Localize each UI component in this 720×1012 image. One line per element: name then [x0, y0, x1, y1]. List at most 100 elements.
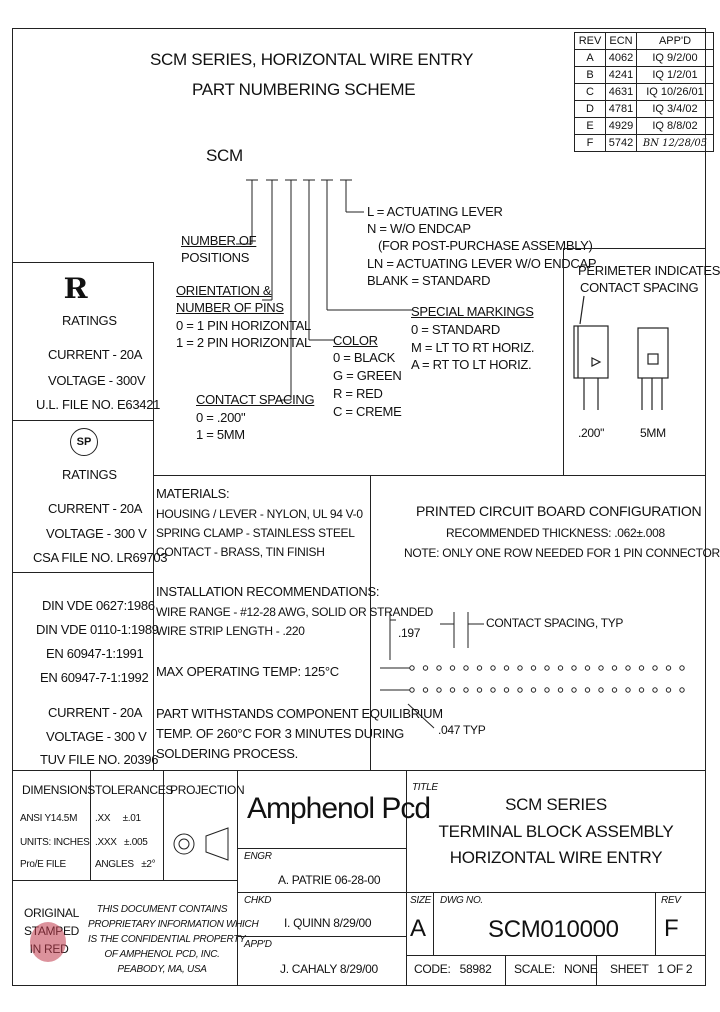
- dwg-label: DWG NO.: [440, 895, 483, 906]
- divider: [237, 848, 406, 849]
- pcb-hole: [409, 687, 415, 693]
- proe-file: Pro/E FILE: [20, 859, 66, 870]
- orientation-option-2: 1 = 2 PIN HORIZONTAL: [176, 335, 311, 350]
- engr-label: ENGR: [244, 851, 272, 862]
- pcb-hole-pattern: [380, 612, 685, 729]
- appd-cell-handwritten: BN 12/28/05: [636, 134, 714, 152]
- ul-current: CURRENT - 20A: [48, 347, 143, 362]
- color-title: COLOR: [333, 333, 378, 348]
- dwg-number: SCM010000: [488, 916, 619, 943]
- proprietary-line-4: OF AMPHENOL PCD, INC.: [104, 949, 220, 960]
- tolerance-xx: .XX ±.01: [95, 813, 141, 824]
- pcb-hole: [490, 665, 496, 671]
- tolerances-label: TOLERANCES: [95, 783, 174, 797]
- pcb-hole-size: .047 TYP: [438, 723, 486, 737]
- appd-cell: IQ 8/8/02: [636, 117, 714, 135]
- rev-value: F: [664, 915, 679, 942]
- pcb-hole: [598, 687, 604, 693]
- ecn-cell: 4781: [605, 100, 637, 118]
- pcb-hole: [625, 665, 631, 671]
- ul-file-number: U.L. FILE NO. E63421: [36, 397, 161, 412]
- special-markings-title: SPECIAL MARKINGS: [411, 304, 534, 319]
- appd-cell: IQ 1/2/01: [636, 66, 714, 84]
- pcb-hole: [530, 687, 537, 693]
- divider: [12, 770, 706, 771]
- csa-logo: SP: [70, 428, 98, 456]
- csa-current: CURRENT - 20A: [48, 501, 143, 516]
- pcb-hole: [625, 687, 631, 693]
- part-number-scheme-diagram: [236, 179, 412, 401]
- pcb-hole: [476, 665, 483, 671]
- divider: [655, 892, 656, 955]
- vde-voltage: VOLTAGE - 300 V: [46, 729, 147, 744]
- max-temp: MAX OPERATING TEMP: 125°C: [156, 664, 339, 679]
- orientation-title-2: NUMBER OF PINS: [176, 300, 284, 315]
- csa-ratings-label: RATINGS: [62, 467, 117, 482]
- pcb-hole: [436, 687, 442, 693]
- ul-logo: Я: [64, 272, 89, 305]
- pcb-hole: [557, 687, 564, 693]
- divider: [237, 770, 238, 986]
- ul-voltage: VOLTAGE - 300V: [48, 373, 146, 388]
- pcb-hole: [679, 665, 685, 671]
- ecn-col-header: ECN: [605, 32, 637, 50]
- tolerance-xxx: .XXX ±.005: [95, 837, 148, 848]
- color-option-4: C = CREME: [333, 404, 402, 419]
- ul-ratings-label: RATINGS: [62, 313, 117, 328]
- install-title: INSTALLATION RECOMMENDATIONS:: [156, 584, 380, 599]
- rev-label: REV: [661, 895, 681, 906]
- ansi-standard: ANSI Y14.5M: [20, 813, 78, 824]
- projection-label: PROJECTION: [170, 783, 245, 797]
- stamp-line-1: ORIGINAL: [24, 906, 79, 920]
- pcb-hole: [571, 665, 577, 671]
- equilibrium-line-2: TEMP. OF 260°C FOR 3 MINUTES DURING: [156, 726, 404, 741]
- engr-value: A. PATRIE 06-28-00: [278, 873, 381, 887]
- positions-label-1: NUMBER OF: [181, 233, 257, 248]
- materials-title: MATERIALS:: [156, 486, 230, 501]
- pcb-hole: [584, 687, 591, 693]
- pcb-thickness: RECOMMENDED THICKNESS: .062±.008: [446, 526, 665, 540]
- vde-standard-2: DIN VDE 0110-1:1989: [36, 622, 159, 637]
- vde-standard-1: DIN VDE 0627:1986: [42, 598, 155, 613]
- drawing-title-3: HORIZONTAL WIRE ENTRY: [449, 848, 663, 867]
- pcb-hole: [665, 687, 672, 693]
- third-angle-projection-icon: [173, 827, 229, 861]
- pcb-note: NOTE: ONLY ONE ROW NEEDED FOR 1 PIN CONN…: [404, 546, 720, 560]
- doc-heading-1: SCM SERIES, HORIZONTAL WIRE ENTRY: [150, 50, 474, 69]
- divider: [12, 262, 153, 263]
- pcb-hole: [584, 665, 591, 671]
- pcb-hole: [652, 687, 658, 693]
- special-option-2: M = LT TO RT HORIZ.: [411, 340, 535, 355]
- orientation-title-1: ORIENTATION &: [176, 283, 272, 298]
- lever-option-2-note: (FOR POST-PURCHASE ASSEMBLY): [378, 238, 593, 253]
- proprietary-line-1: THIS DOCUMENT CONTAINS: [96, 904, 228, 915]
- materials-line-1: HOUSING / LEVER - NYLON, UL 94 V-0: [156, 507, 363, 521]
- divider: [153, 262, 154, 770]
- pcb-hole: [652, 665, 658, 671]
- divider: [237, 936, 406, 937]
- pcb-hole: [490, 687, 496, 693]
- pcb-dim-197: .197: [398, 626, 421, 640]
- divider: [12, 572, 153, 573]
- size-value: A: [410, 915, 426, 942]
- spacing-option-1: 0 = .200": [196, 410, 246, 425]
- divider: [90, 770, 91, 880]
- red-stamp: [30, 922, 66, 962]
- install-line-2: WIRE STRIP LENGTH - .220: [156, 624, 305, 638]
- special-option-3: A = RT TO LT HORIZ.: [411, 357, 532, 372]
- connector-profile-drawings: [573, 295, 669, 410]
- pcb-hole: [463, 665, 469, 671]
- perimeter-box: [563, 248, 706, 475]
- appd-cell: IQ 3/4/02: [636, 100, 714, 118]
- ecn-cell: 4062: [605, 49, 637, 67]
- divider: [12, 420, 153, 421]
- pcb-hole: [409, 665, 415, 671]
- profile-label-200: .200": [578, 426, 605, 440]
- pcb-hole: [422, 665, 429, 671]
- pcb-hole: [503, 687, 510, 693]
- ecn-cell: 5742: [605, 134, 637, 152]
- tuv-file-number: TUV FILE NO. 20396: [40, 752, 159, 767]
